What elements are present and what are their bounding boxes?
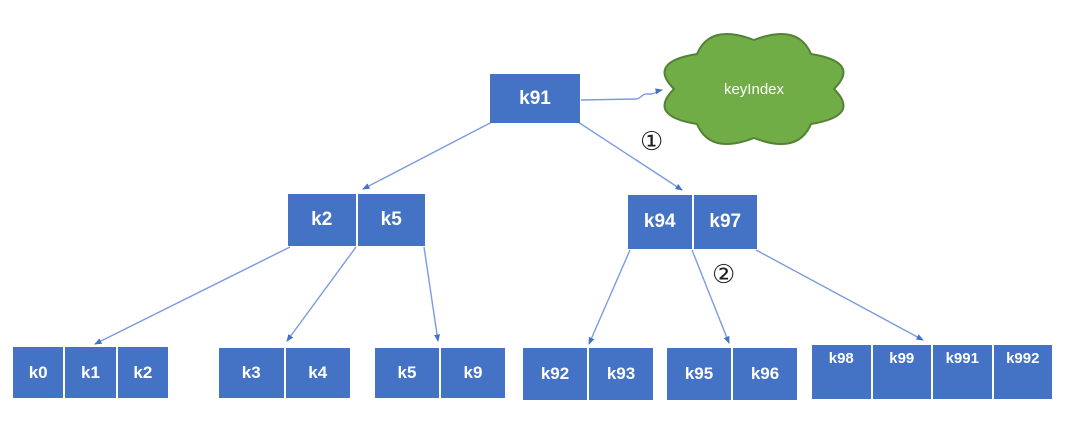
cloud-shape — [663, 33, 845, 145]
tree-node-right-internal: k94 k97 — [628, 195, 757, 249]
edge-right-to-leaf4 — [588, 249, 631, 345]
tree-node-cell: k992 — [993, 345, 1052, 399]
tree-node-cell: k3 — [219, 348, 286, 398]
tree-node-leaf1: k0 k1 k2 — [13, 347, 168, 398]
tree-node-leaf6: k98 k99 k991 k992 — [812, 345, 1052, 399]
tree-node-leaf4: k92 k93 — [523, 348, 653, 400]
step-2-annotation: ② — [712, 260, 736, 290]
tree-node-cell: k5 — [357, 194, 425, 246]
tree-node-leaf2: k3 k4 — [219, 348, 350, 398]
cloud-label: keyIndex — [724, 81, 785, 98]
tree-node-root: k91 — [490, 74, 580, 123]
step-1-annotation: ① — [640, 127, 664, 157]
tree-node-leaf5: k95 k96 — [667, 348, 797, 400]
tree-node-cell: k1 — [65, 347, 118, 398]
tree-node-cell: k96 — [733, 348, 797, 400]
tree-node-cell: k2 — [288, 194, 358, 246]
edge-left-to-leaf2 — [286, 246, 357, 342]
tree-node-cell: k99 — [872, 345, 933, 399]
edge-root-to-left-internal — [362, 121, 493, 190]
tree-node-cell: k2 — [117, 347, 168, 398]
tree-node-cell: k97 — [693, 195, 757, 249]
tree-node-cell: k91 — [490, 74, 580, 123]
tree-node-cell: k98 — [812, 345, 873, 399]
edge-root-to-keyindex-cloud — [580, 88, 663, 101]
keyindex-cloud: keyIndex — [663, 33, 845, 145]
tree-node-cell: k991 — [933, 345, 994, 399]
tree-node-cell: k9 — [441, 348, 505, 398]
tree-node-cell: k4 — [285, 348, 350, 398]
tree-node-cell: k5 — [375, 348, 441, 398]
tree-node-left-internal: k2 k5 — [288, 194, 425, 246]
tree-node-cell: k94 — [628, 195, 694, 249]
edge-root-to-right-internal — [577, 121, 683, 191]
edge-left-to-leaf3 — [423, 246, 441, 342]
tree-node-cell: k92 — [523, 348, 589, 400]
tree-node-cell: k93 — [589, 348, 653, 400]
tree-node-cell: k0 — [13, 347, 66, 398]
edge-left-to-leaf1 — [94, 246, 291, 345]
tree-node-cell: k95 — [667, 348, 733, 400]
edge-right-to-leaf6 — [755, 249, 924, 341]
edge-right-to-leaf5 — [691, 249, 730, 344]
tree-node-leaf3: k5 k9 — [375, 348, 505, 398]
